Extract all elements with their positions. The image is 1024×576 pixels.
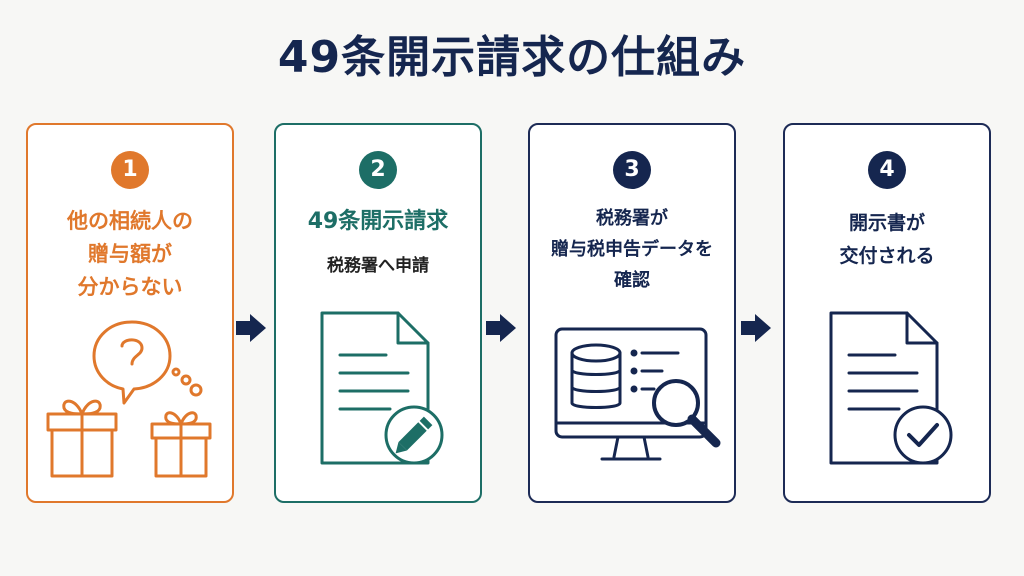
step-text-line: 贈与税申告データを xyxy=(551,239,713,260)
step-description: 他の相続人の 贈与額が 分からない xyxy=(28,205,232,304)
step-number-badge: 3 xyxy=(613,151,651,189)
step-text-line: 分からない xyxy=(77,275,183,299)
right-arrow-icon xyxy=(741,314,771,342)
monitor-database-search-icon xyxy=(554,327,721,461)
step-text-line: 確認 xyxy=(614,270,650,291)
step-number-badge: 4 xyxy=(868,151,906,189)
step-number-badge: 1 xyxy=(111,151,149,189)
step-number-badge: 2 xyxy=(359,151,397,189)
step-text-line: 税務署が xyxy=(596,208,668,229)
step-text-line: 交付される xyxy=(839,245,935,267)
right-arrow-icon xyxy=(236,314,266,342)
right-arrow-icon xyxy=(486,314,516,342)
document-pencil-icon xyxy=(320,311,444,465)
step-card-3: 3 税務署が 贈与税申告データを 確認 xyxy=(528,123,736,503)
step-subtext: 税務署へ申請 xyxy=(327,256,429,276)
page-title: 49条開示請求の仕組み xyxy=(277,32,747,83)
step-description: 税務署が 贈与税申告データを 確認 xyxy=(530,203,734,296)
step-card-2: 2 49条開示請求 税務署へ申請 xyxy=(274,123,482,503)
step-card-1: 1 他の相続人の 贈与額が 分からない xyxy=(26,123,234,503)
step-description: 開示書が 交付される xyxy=(785,207,989,273)
step-text-line: 他の相続人の xyxy=(67,209,193,233)
question-gift-icon xyxy=(46,320,212,478)
step-card-4: 4 開示書が 交付される xyxy=(783,123,991,503)
step-text-line: 開示書が xyxy=(848,212,925,234)
step-text-line: 贈与額が xyxy=(88,242,172,266)
step-heading: 49条開示請求 xyxy=(307,209,449,234)
document-check-icon xyxy=(829,311,953,465)
